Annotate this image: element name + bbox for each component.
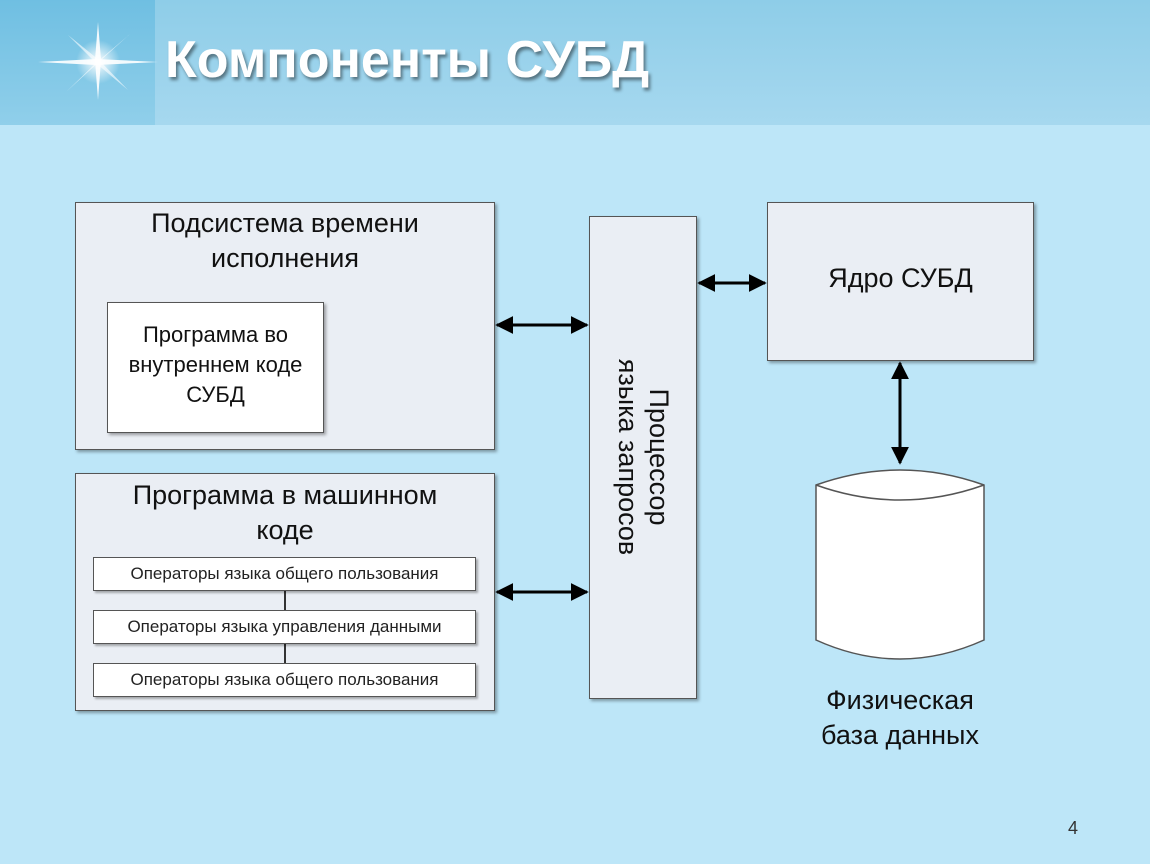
database-cylinder-icon (815, 469, 985, 660)
slide-header (0, 0, 1150, 125)
internal-code-program-label: Программа во внутреннем коде СУБД (128, 322, 303, 407)
internal-code-program-box (107, 302, 324, 433)
dbms-core-box (767, 202, 1034, 361)
operator-row: Операторы языка общего пользования (93, 557, 476, 591)
slide-title: Компоненты СУБД (165, 31, 650, 89)
machine-code-program-label: Программа в машинном коде (132, 480, 438, 545)
physical-database-label: Физическая база данных (821, 685, 979, 750)
operator-row: Операторы языка управления данными (93, 610, 476, 644)
query-processor-box (589, 216, 697, 699)
dbms-core-label: Ядро СУБД (828, 263, 973, 293)
runtime-subsystem-label: Подсистема времени исполнения (151, 208, 419, 273)
sparkle-icon (38, 22, 158, 100)
operator-row: Операторы языка общего пользования (93, 663, 476, 697)
page-number: 4 (1068, 818, 1079, 838)
